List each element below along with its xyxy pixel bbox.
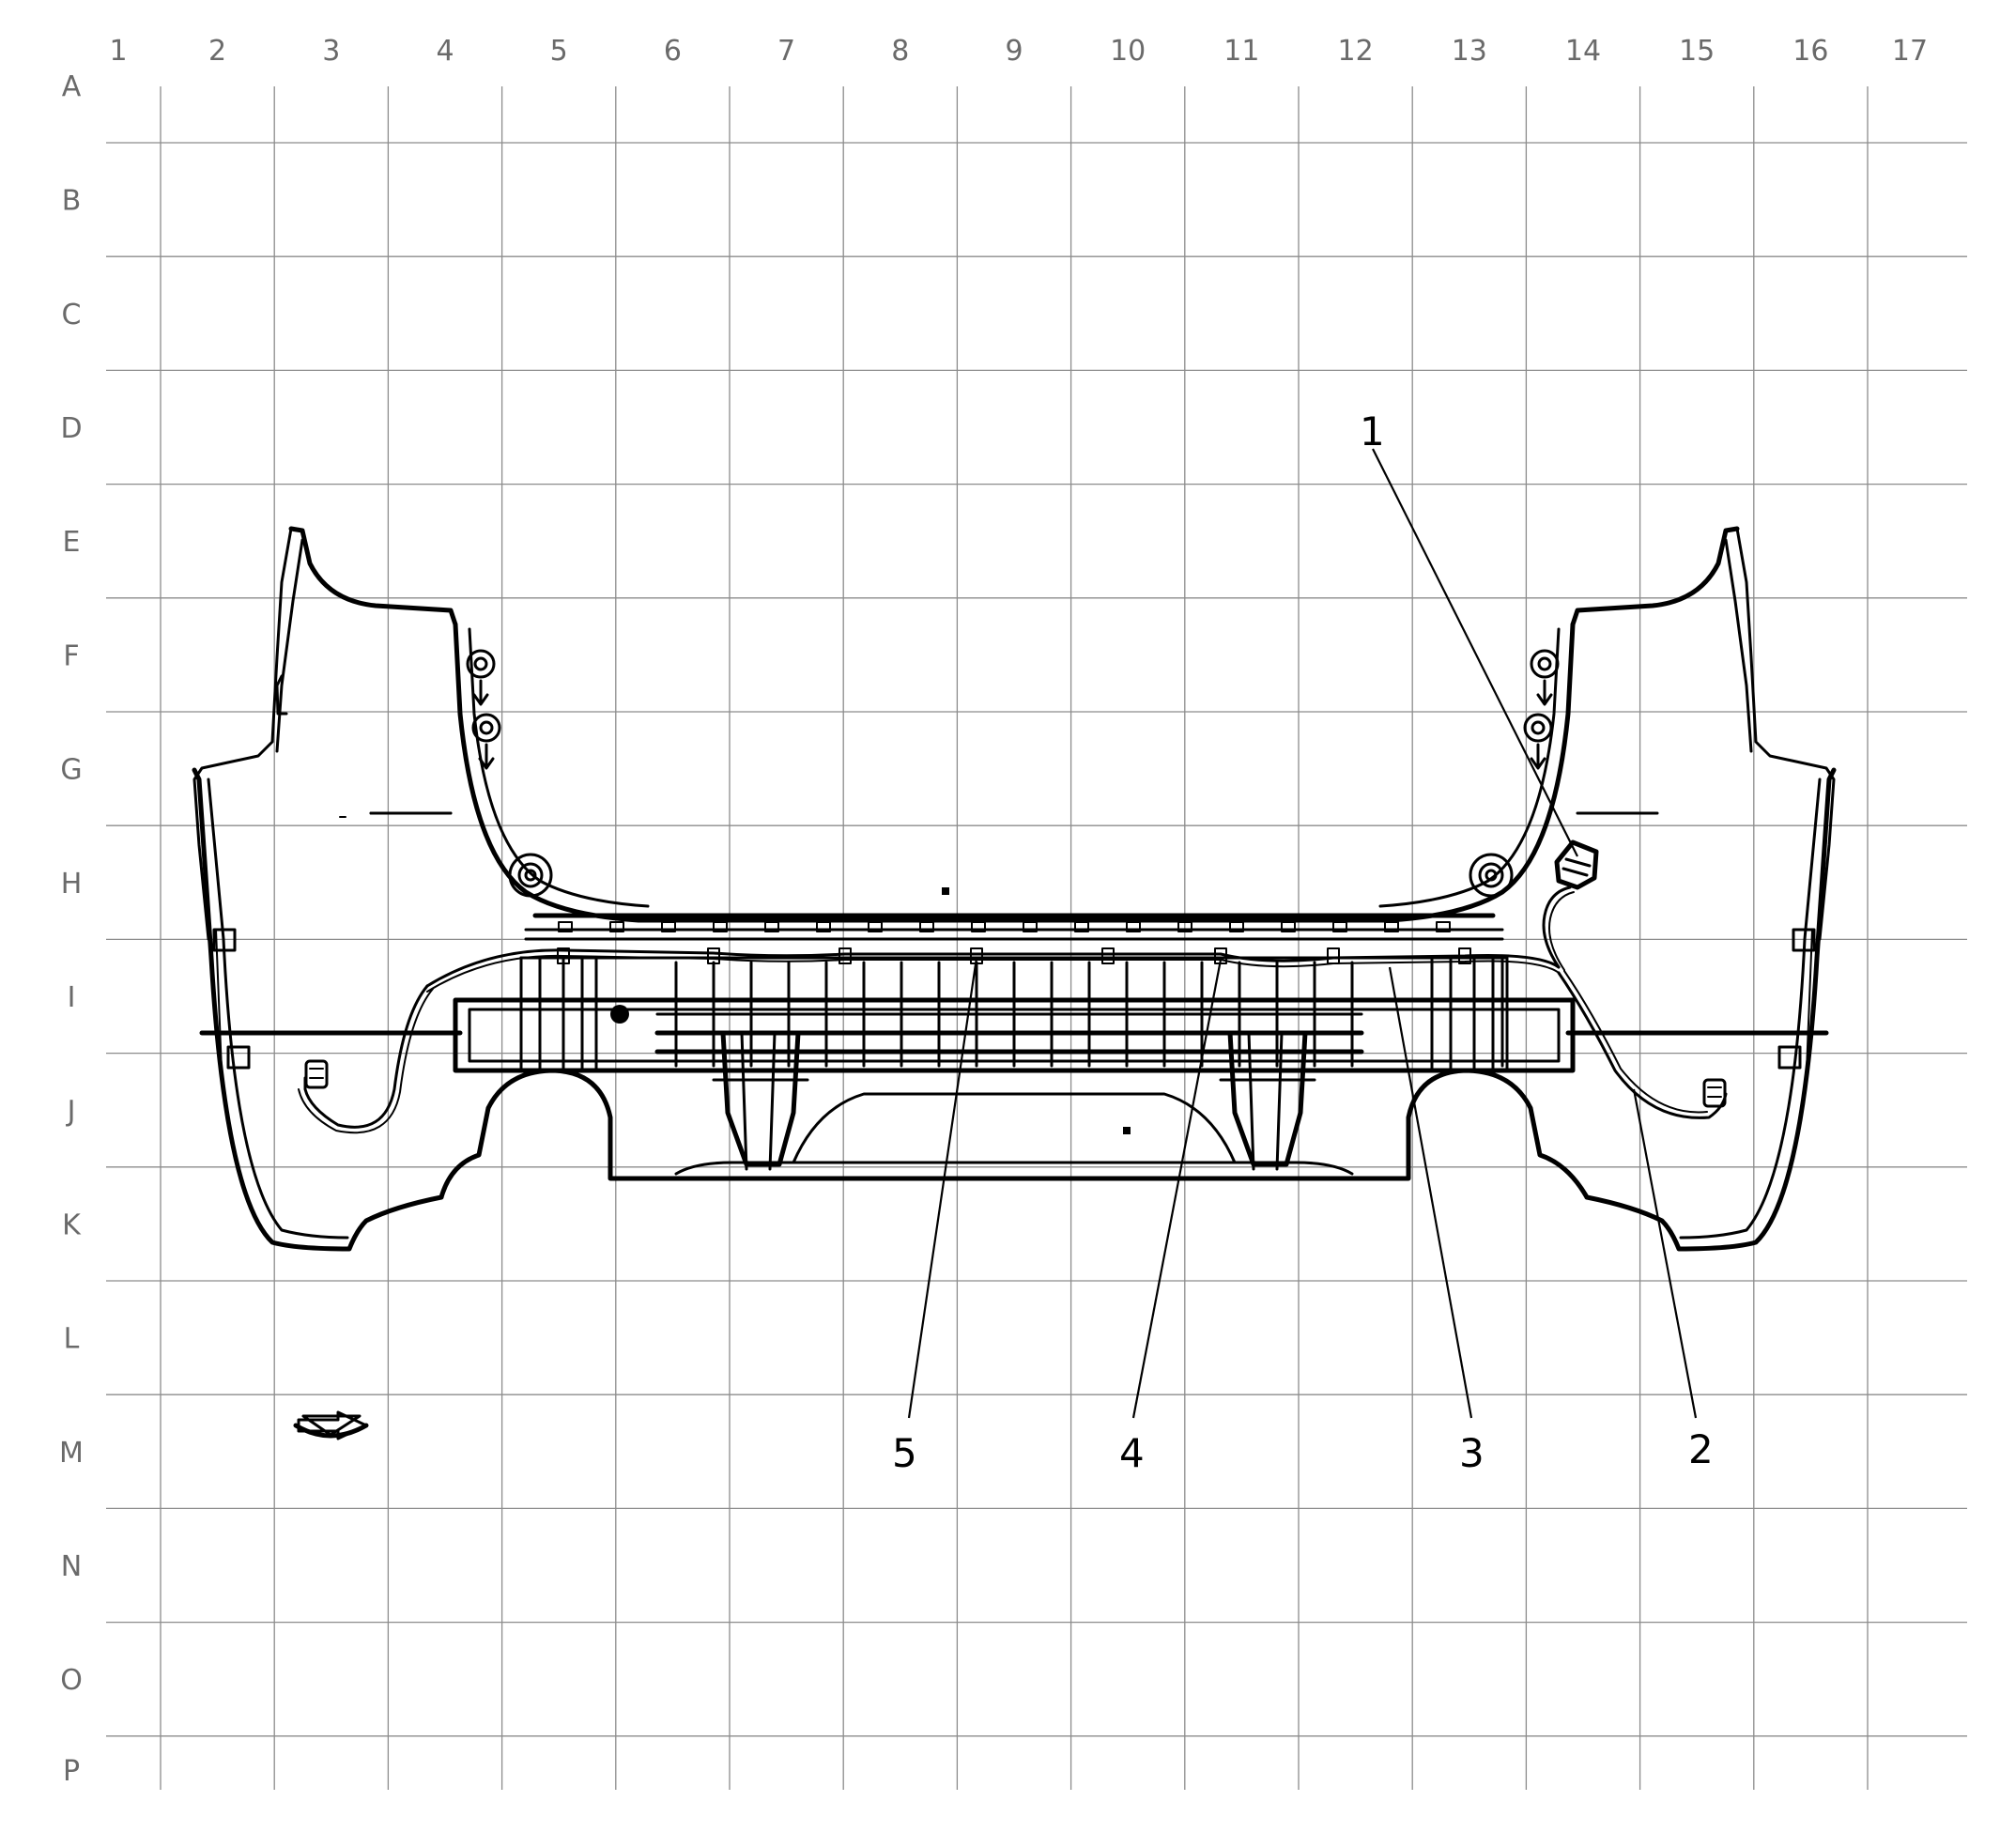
side-bracket-left — [519, 956, 629, 1072]
callout-2: 2 — [1688, 1426, 1714, 1472]
leader-5 — [907, 957, 978, 1419]
row-label: N — [61, 1550, 82, 1583]
park-sensor-left — [304, 1059, 329, 1089]
rail-stud — [1074, 921, 1089, 932]
column-label: 16 — [1792, 35, 1828, 68]
grommet-left — [508, 853, 553, 898]
fascia-lower-edge — [199, 1030, 1829, 1200]
row-label: F — [63, 639, 79, 672]
row-label: O — [60, 1664, 83, 1697]
rail-stud — [764, 921, 779, 932]
column-label: 4 — [436, 35, 454, 68]
tow-bracket-left — [712, 1030, 809, 1171]
column-label: 14 — [1565, 35, 1601, 68]
callout-labels: 1 2 3 4 5 — [892, 408, 1714, 1476]
rail-stud — [609, 921, 624, 932]
rail-stud — [971, 921, 986, 932]
rail-stud — [816, 921, 831, 932]
leader-2 — [1632, 1088, 1698, 1419]
column-label: 17 — [1892, 35, 1928, 68]
column-label: 5 — [550, 35, 568, 68]
row-label: G — [60, 754, 82, 787]
callout-5: 5 — [892, 1430, 917, 1476]
callout-1: 1 — [1360, 408, 1385, 454]
harness-clip — [1458, 947, 1471, 964]
row-label: J — [66, 1095, 76, 1128]
fascia-upper-opening — [453, 622, 1576, 941]
rail-stud — [868, 921, 883, 932]
column-label: 9 — [1005, 35, 1023, 68]
column-label: 3 — [322, 35, 340, 68]
row-label: I — [68, 981, 76, 1014]
leader-4 — [1131, 959, 1223, 1419]
column-label: 6 — [664, 35, 682, 68]
callout-3: 3 — [1459, 1430, 1485, 1476]
rail-stud — [1436, 921, 1451, 932]
harness-clip — [707, 947, 720, 964]
column-label: 8 — [891, 35, 909, 68]
rail-stud — [1023, 921, 1038, 932]
harness-clip — [1101, 947, 1115, 964]
rail-stud — [1126, 921, 1141, 932]
park-sensor-right — [1702, 1078, 1727, 1108]
column-label: 15 — [1679, 35, 1715, 68]
row-label: A — [62, 70, 82, 103]
column-label: 12 — [1338, 35, 1374, 68]
harness-clips — [557, 947, 1471, 964]
leader-1 — [1372, 448, 1578, 857]
rail-stud — [713, 921, 728, 932]
column-label: 1 — [109, 35, 127, 68]
harness-clip — [557, 947, 570, 964]
harness-clip — [838, 947, 852, 964]
row-label: H — [61, 868, 83, 901]
grommet-right — [1469, 853, 1514, 898]
row-label: M — [59, 1437, 84, 1470]
rail-stud — [1177, 921, 1192, 932]
row-label: C — [62, 299, 82, 331]
callout-leaders — [907, 448, 1698, 1419]
rear-bumper-wiring-harness — [298, 886, 1728, 1134]
leader-3 — [1388, 966, 1473, 1419]
locator-mark-upper — [942, 887, 949, 895]
row-label: B — [62, 185, 82, 218]
rail-stud — [1384, 921, 1399, 932]
harness-connector — [1554, 839, 1599, 890]
row-labels: A B C D E F G H I J K L M N O P — [59, 70, 84, 1788]
fastener-right-upper — [1523, 649, 1560, 770]
view-direction-arrow-icon — [293, 1410, 369, 1440]
rail-stud — [1332, 921, 1347, 932]
row-label: D — [60, 412, 82, 445]
tow-bracket-right — [1219, 1030, 1316, 1171]
column-label: 7 — [777, 35, 795, 68]
column-label: 10 — [1110, 35, 1146, 68]
fascia-left-side — [192, 526, 458, 1252]
column-label: 11 — [1223, 35, 1259, 68]
row-label: P — [63, 1755, 80, 1788]
rail-stud — [558, 921, 573, 932]
beam-ribs — [674, 961, 1354, 1068]
rail-stud — [919, 921, 934, 932]
rail-stud — [1281, 921, 1296, 932]
row-label: L — [64, 1323, 80, 1356]
rear-bumper-fascia — [192, 526, 1837, 1252]
locator-mark-lower — [1123, 1127, 1131, 1134]
column-label: 13 — [1452, 35, 1487, 68]
top-rail-studs — [558, 921, 1451, 932]
fastener-left-upper — [466, 649, 501, 770]
rail-stud — [661, 921, 676, 932]
fascia-right-side — [1570, 526, 1837, 1252]
column-label: 2 — [208, 35, 226, 68]
harness-clip — [1327, 947, 1340, 964]
callout-4: 4 — [1119, 1430, 1145, 1476]
row-label: K — [62, 1209, 82, 1241]
row-label: E — [63, 526, 81, 559]
rail-stud — [1229, 921, 1244, 932]
